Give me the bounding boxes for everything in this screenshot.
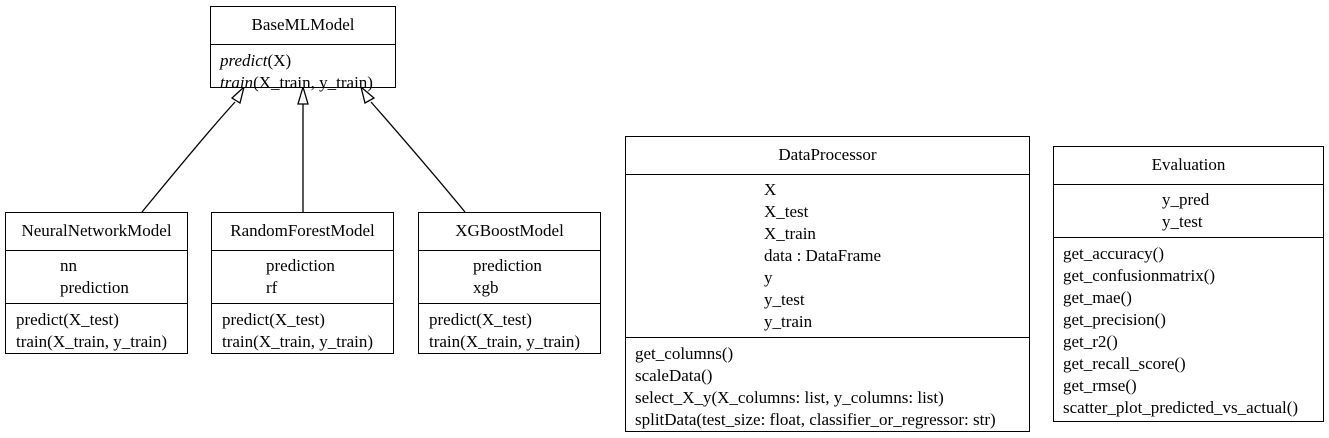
class-name: DataProcessor (626, 137, 1029, 175)
class-xgboost-model: XGBoostModel prediction xgb predict(X_te… (418, 212, 601, 354)
attributes-section: prediction xgb (419, 251, 600, 304)
operations-section: predict(X_test) train(X_train, y_train) (212, 304, 393, 357)
attributes-section: y_pred y_test (1054, 185, 1323, 238)
inheritance-arrowhead-rf (297, 84, 309, 105)
attribute: X_train (764, 224, 816, 243)
attribute: data : DataFrame (764, 246, 882, 265)
attribute: prediction (60, 278, 129, 297)
operation: scatter_plot_predicted_vs_actual() (1063, 398, 1299, 417)
operation: get_recall_score() (1063, 354, 1186, 373)
attribute: prediction (266, 256, 335, 275)
class-random-forest-model: RandomForestModel prediction rf predict(… (211, 212, 394, 354)
operations-section: predict(X_test) train(X_train, y_train) (419, 304, 600, 357)
operation: train(X_train, y_train) (16, 332, 168, 351)
operation: predict(X_test) (16, 310, 119, 329)
attribute: xgb (473, 278, 499, 297)
edge-xgb-to-base (370, 101, 466, 213)
attribute: y_test (1162, 212, 1203, 231)
attribute: y_test (764, 290, 805, 309)
operation: get_accuracy() (1063, 244, 1164, 263)
operation: get_mae() (1063, 288, 1132, 307)
class-name: NeuralNetworkModel (6, 213, 187, 251)
attribute: rf (266, 278, 278, 297)
attribute: prediction (473, 256, 542, 275)
edge-nn-to-base (141, 101, 236, 213)
operations-section: predict(X) train(X_train, y_train) (211, 45, 395, 98)
operation: select_X_y(X_columns: list, y_columns: l… (635, 388, 944, 407)
class-evaluation: Evaluation y_pred y_test get_accuracy() … (1053, 146, 1324, 422)
operation: get_r2() (1063, 332, 1118, 351)
operations-section: get_columns() scaleData() select_X_y(X_c… (626, 338, 1029, 435)
operation: splitData(test_size: float, classifier_o… (635, 410, 996, 429)
class-name: XGBoostModel (419, 213, 600, 251)
operation: get_precision() (1063, 310, 1166, 329)
class-name: RandomForestModel (212, 213, 393, 251)
attributes-section: X X_test X_train data : DataFrame y y_te… (626, 175, 1029, 338)
attribute: y_pred (1162, 190, 1210, 209)
operation: train(X_train, y_train) (222, 332, 374, 351)
operation: predict(X_test) (429, 310, 532, 329)
inheritance-arrowhead-nn (230, 85, 246, 105)
attribute: X_test (764, 202, 809, 221)
operation: get_columns() (635, 344, 734, 363)
attribute: y (764, 268, 773, 287)
operation-predict: predict(X) (220, 51, 292, 70)
class-name: BaseMLModel (211, 7, 395, 45)
operation: predict(X_test) (222, 310, 325, 329)
operation: scaleData() (635, 366, 713, 385)
operation: get_confusionmatrix() (1063, 266, 1216, 285)
operation-train: train(X_train, y_train) (220, 73, 373, 92)
operation: train(X_train, y_train) (429, 332, 581, 351)
operations-section: get_accuracy() get_confusionmatrix() get… (1054, 238, 1323, 423)
class-data-processor: DataProcessor X X_test X_train data : Da… (625, 136, 1030, 432)
attributes-section: prediction rf (212, 251, 393, 304)
operations-section: predict(X_test) train(X_train, y_train) (6, 304, 187, 357)
class-base-ml-model: BaseMLModel predict(X) train(X_train, y_… (210, 6, 396, 92)
inheritance-arrowhead-xgb (359, 85, 376, 104)
attribute: y_train (764, 312, 813, 331)
class-name: Evaluation (1054, 147, 1323, 185)
attribute: X (764, 180, 777, 199)
class-neural-network-model: NeuralNetworkModel nn prediction predict… (5, 212, 188, 354)
attribute: nn (60, 256, 77, 275)
operation: get_rmse() (1063, 376, 1137, 395)
attributes-section: nn prediction (6, 251, 187, 304)
